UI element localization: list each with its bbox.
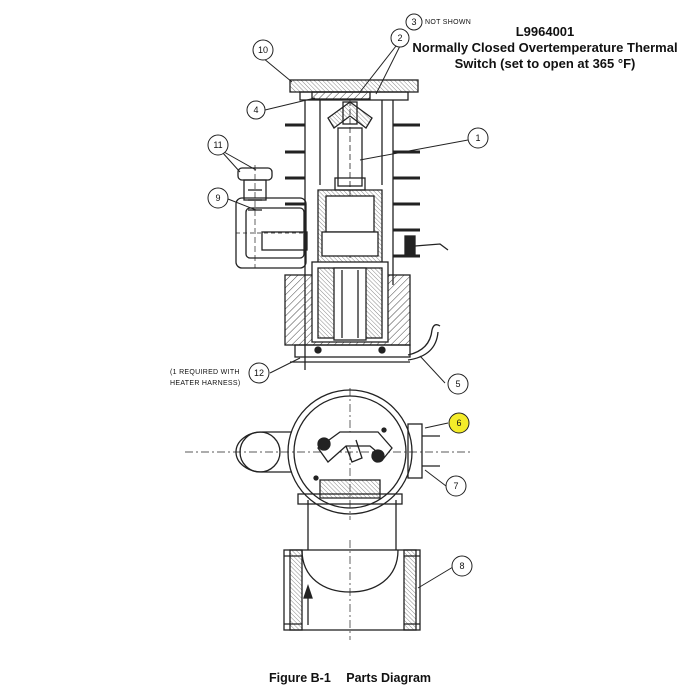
svg-text:12: 12 <box>254 368 264 378</box>
part-number: L9964001 <box>515 24 575 39</box>
svg-text:8: 8 <box>459 561 464 571</box>
svg-text:HEATER HARNESS): HEATER HARNESS) <box>170 380 241 387</box>
callout-3: 3 NOT SHOWN <box>405 13 471 31</box>
lower-duct-drawing <box>283 500 421 640</box>
svg-text:11: 11 <box>213 140 222 150</box>
callout-4: 4 <box>246 100 266 120</box>
plan-view-drawing <box>185 388 470 520</box>
figure-number: Figure B-1 <box>268 671 331 685</box>
svg-text:9: 9 <box>215 193 220 203</box>
svg-text:5: 5 <box>455 379 460 389</box>
leader-lines <box>221 45 469 589</box>
callout-6-highlighted: 6 <box>448 412 470 434</box>
callout-11: 11 <box>207 134 229 156</box>
figure-caption: Figure B-1 Parts Diagram <box>0 671 700 685</box>
callout-8: 8 <box>451 555 473 577</box>
svg-text:10: 10 <box>258 45 268 55</box>
upper-assembly-drawing <box>235 79 449 370</box>
callout-5: 5 <box>447 373 469 395</box>
title-line-2: Switch (set to open at 365 °F) <box>454 56 636 71</box>
callout-1: 1 <box>467 127 489 149</box>
figure-label: Parts Diagram <box>346 671 432 685</box>
svg-text:6: 6 <box>456 418 461 428</box>
callout-9: 9 <box>207 187 229 209</box>
callout-12: 12 (1 REQUIRED WITH HEATER HARNESS) <box>170 362 270 387</box>
svg-text:(1 REQUIRED WITH: (1 REQUIRED WITH <box>170 369 240 376</box>
title-line-1: Normally Closed Overtemperature Thermal <box>412 40 678 55</box>
svg-text:NOT SHOWN: NOT SHOWN <box>425 19 471 26</box>
title-block: L9964001 Normally Closed Overtemperature… <box>400 24 690 72</box>
callout-2: 2 <box>390 28 410 48</box>
svg-text:7: 7 <box>453 481 458 491</box>
svg-text:1: 1 <box>475 133 480 143</box>
svg-text:2: 2 <box>397 33 402 43</box>
callouts: 10 3 NOT SHOWN 2 4 1 11 <box>170 13 489 577</box>
callout-10: 10 <box>252 39 274 61</box>
svg-text:4: 4 <box>253 105 258 115</box>
callout-7: 7 <box>445 475 467 497</box>
svg-text:3: 3 <box>411 17 416 27</box>
